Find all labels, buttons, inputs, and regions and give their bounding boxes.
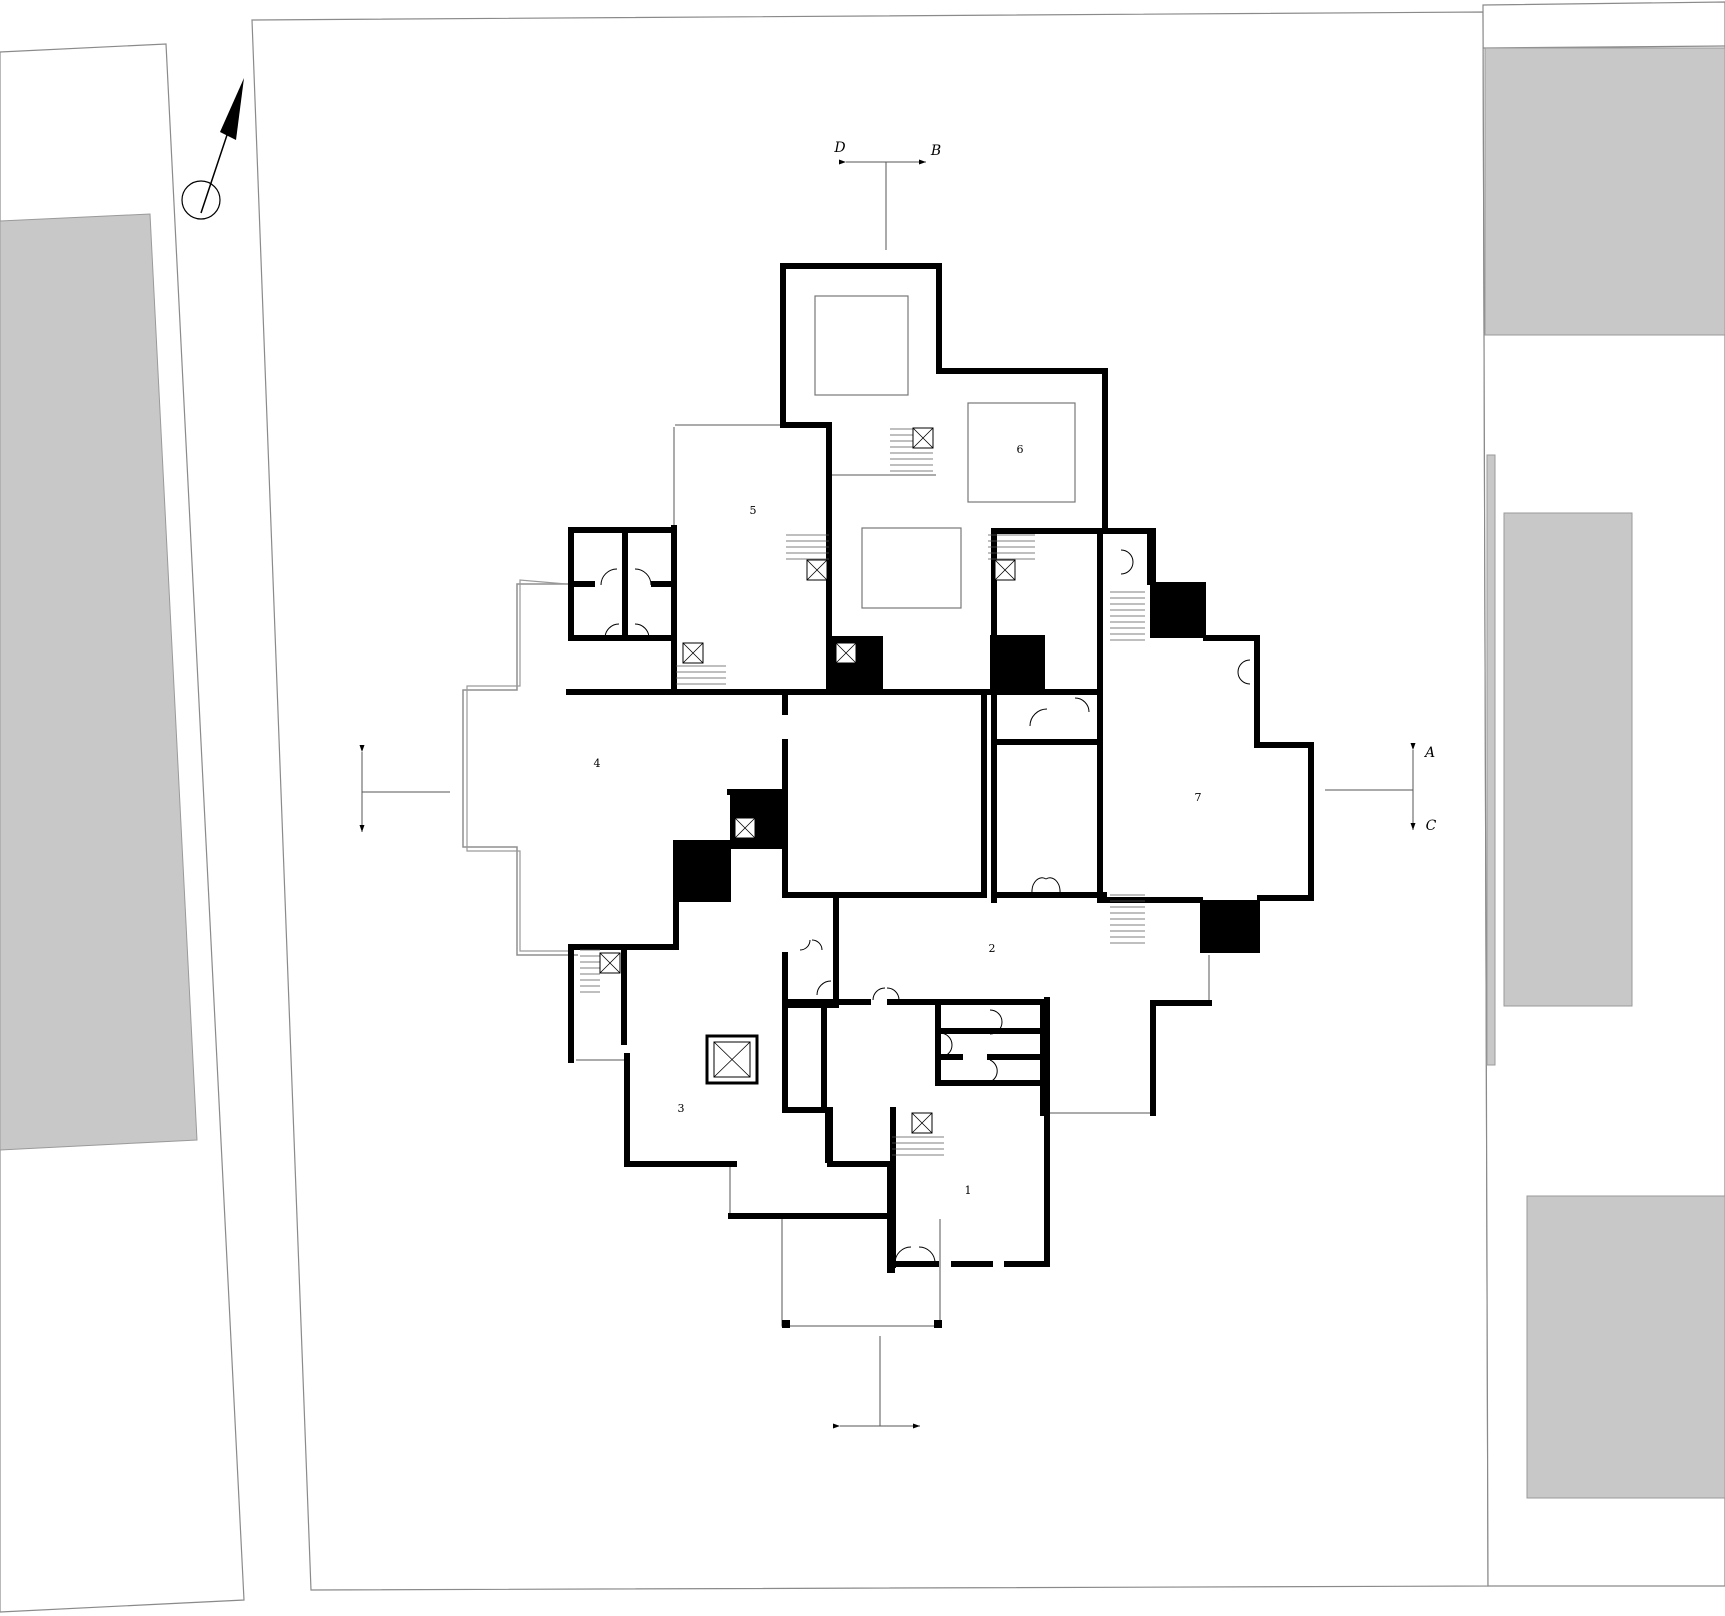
neighbor-building-bottom-right	[1526, 1195, 1725, 1499]
section-line-top	[839, 159, 926, 250]
stair-room7	[1110, 591, 1145, 641]
north-arrow-icon	[181, 78, 244, 220]
stair-room3	[580, 949, 600, 993]
neighbor-building-middle-right	[1503, 512, 1633, 1007]
main-site-boundary	[251, 11, 1489, 1591]
voids	[814, 295, 1076, 609]
neighbor-strip	[1486, 454, 1496, 1066]
stair-room4	[676, 665, 726, 685]
section-mark-d: D	[833, 140, 845, 156]
neighbor-building-left	[0, 213, 198, 1151]
room-label-6: 6	[1017, 443, 1024, 456]
solid-cores	[676, 582, 1260, 1328]
room-label-5: 5	[750, 504, 757, 517]
section-line-right	[1325, 743, 1416, 830]
room-label-1: 1	[965, 1184, 972, 1197]
walls	[566, 263, 1314, 1273]
stairs	[580, 428, 1145, 1156]
lift-icon	[734, 817, 756, 839]
section-line-bottom	[833, 1336, 920, 1429]
central-lift-icon	[705, 1034, 759, 1085]
neighbor-building-top-right	[1484, 47, 1725, 336]
room-label-4: 4	[594, 757, 601, 770]
section-line-left	[359, 745, 450, 832]
lift-icon	[835, 642, 857, 664]
doors	[600, 549, 1251, 1264]
stair-room1	[892, 1136, 944, 1156]
lifts	[599, 427, 1016, 1134]
lift-icon	[912, 427, 934, 449]
lift-icon	[599, 952, 621, 974]
room-label-2: 2	[989, 942, 996, 955]
lift-icon	[682, 642, 704, 664]
room-label-3: 3	[678, 1102, 685, 1115]
stair-room5-core	[786, 534, 829, 560]
section-mark-c: C	[1426, 818, 1437, 834]
lift-icon	[806, 559, 828, 581]
lift-icon	[911, 1112, 933, 1134]
stair-room2	[1110, 894, 1145, 944]
section-mark-a: A	[1423, 745, 1435, 761]
room-label-7: 7	[1195, 791, 1202, 804]
lift-icon	[994, 559, 1016, 581]
stair-room6-core	[988, 534, 1035, 560]
section-mark-b: B	[930, 143, 941, 159]
